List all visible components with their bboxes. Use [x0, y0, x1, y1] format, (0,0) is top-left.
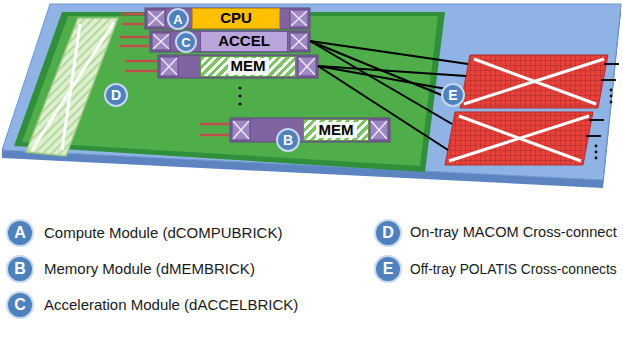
legend-letter: A [6, 219, 34, 247]
legend-text: Acceleration Module (dACCELBRICK) [44, 296, 298, 314]
legend-letter: D [374, 219, 402, 247]
module-label: CPU [217, 10, 255, 27]
module-label: ACCEL [215, 33, 273, 50]
memory-module: MEM [303, 119, 369, 141]
module-label: MEM [316, 122, 357, 139]
legend-letter: C [6, 291, 34, 319]
module-label: MEM [228, 58, 269, 75]
legend-letter: B [6, 255, 34, 283]
memory-module: MEM [200, 56, 296, 77]
legend-text: On-tray MACOM Cross-connect [410, 224, 617, 242]
legend-text: Memory Module (dMEMBRICK) [44, 260, 255, 278]
callout-letter: D [104, 83, 128, 107]
legend-text: Off-tray POLATIS Cross-connects [410, 261, 617, 278]
compute-module: CPU [192, 8, 280, 29]
callout-letter: C [175, 31, 197, 53]
legend-text: Compute Module (dCOMPUBRICK) [44, 224, 282, 242]
legend-letter: E [374, 255, 402, 283]
callout-letter: E [441, 83, 465, 107]
acceleration-module: ACCEL [200, 31, 288, 52]
callout-letter: A [167, 8, 189, 30]
callout-letter: B [276, 128, 300, 152]
